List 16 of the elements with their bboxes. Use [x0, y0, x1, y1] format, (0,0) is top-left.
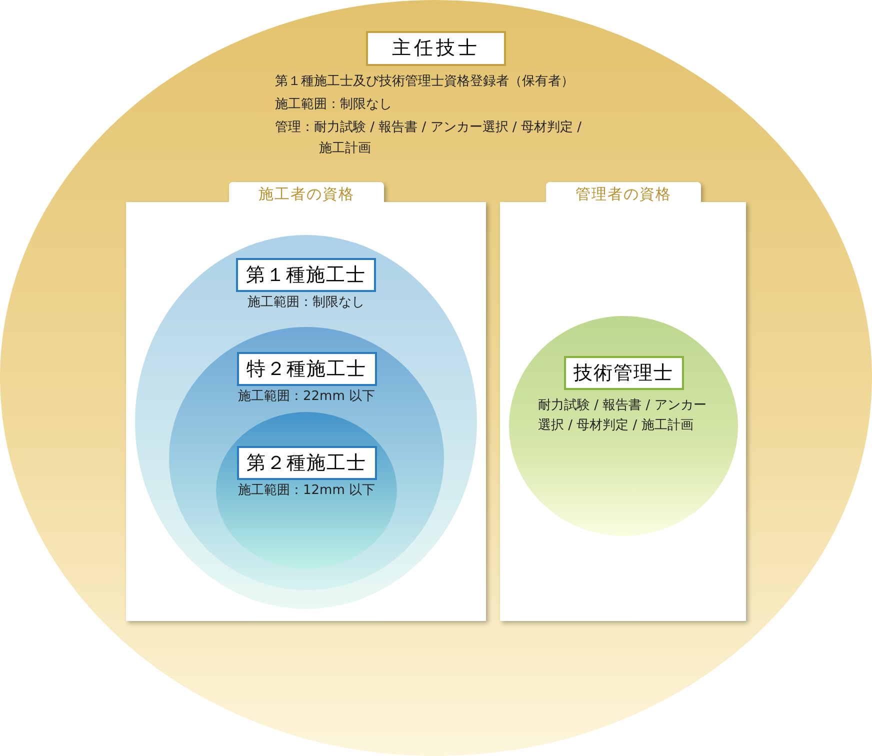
description-text: 管理：耐力試験 / 報告書 / アンカー選択 / 母材判定 / 施工計画: [275, 119, 582, 158]
description-text: 施工範囲：制限なし: [248, 294, 364, 312]
title-label: 第１種施工士: [236, 258, 376, 292]
description-text: 第１種施工士及び技術管理士資格登録者（保有者）: [275, 73, 574, 91]
category-card: [126, 182, 486, 621]
title-label: 第２種施工士: [236, 446, 376, 480]
title-label: 主任技士: [366, 31, 506, 66]
title-label: 技術管理士: [564, 356, 684, 390]
tab-label: 施工者の資格: [229, 182, 384, 203]
description-text: 施工範囲：制限なし: [275, 96, 392, 114]
description-text: 施工範囲：12mm 以下: [238, 482, 375, 500]
description-text: 耐力試験 / 報告書 / アンカー選択 / 母材判定 / 施工計画: [538, 397, 708, 435]
title-label: 特２種施工士: [236, 352, 376, 386]
description-text: 施工範囲：22mm 以下: [238, 388, 375, 406]
category-card: [500, 182, 746, 621]
tab-label: 管理者の資格: [546, 182, 701, 203]
